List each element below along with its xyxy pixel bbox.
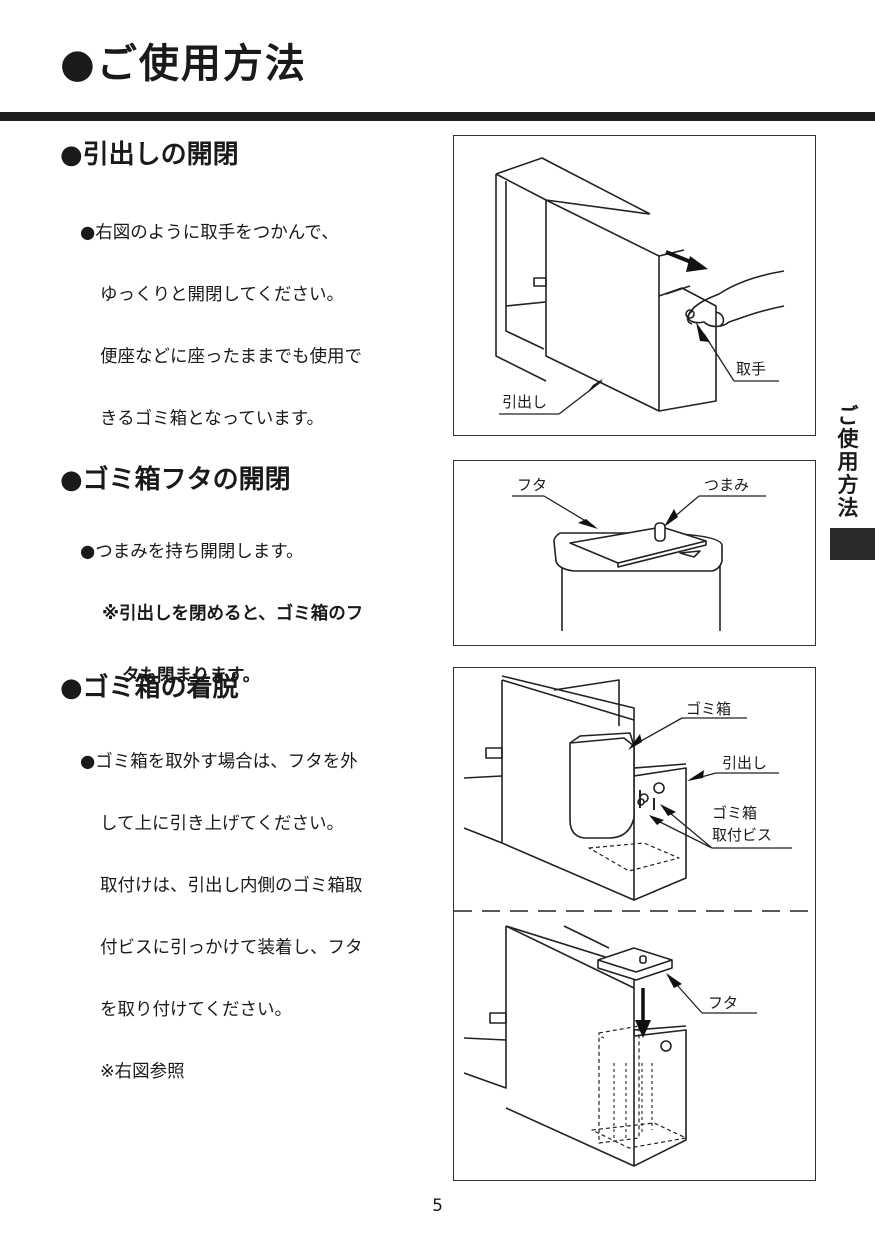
page-title: ●ご使用方法: [60, 41, 307, 87]
bin-removal-illustration: [454, 675, 817, 1167]
side-tab-label: ご使用方法: [837, 404, 859, 520]
knob-label: つまみ: [704, 476, 750, 494]
text-line: ゆっくりと開閉してください。: [100, 285, 344, 305]
drawer-label: 引出し: [502, 393, 548, 411]
section-heading-drawer: ●引出しの開閉: [60, 140, 239, 170]
lid-label: フタ: [708, 994, 739, 1012]
text-line: ●右図のように取手をつかんで、: [80, 223, 339, 243]
section-heading-lid: ●ゴミ箱フタの開閉: [60, 465, 291, 495]
handle-label: 取手: [736, 360, 767, 378]
text-line: ●ゴミ箱を取外す場合は、フタを外: [80, 752, 358, 772]
drawer-illustration: [495, 157, 785, 415]
text-line: 付ビスに引っかけて装着し、フタ: [100, 938, 363, 958]
text-line: ●つまみを持ち開閉します。: [80, 542, 304, 562]
bin-instructions: ●ゴミ箱を取外す場合は、フタを外 して上に引き上げてください。 取付けは、引出し…: [80, 716, 363, 1119]
bin-removal-figure: ゴミ箱 引出し ゴミ箱 取付ビス フタ: [453, 667, 817, 1181]
text-line: して上に引き上げてください。: [100, 814, 344, 834]
section-heading-bin: ●ゴミ箱の着脱: [60, 673, 239, 703]
screw-label-line1: ゴミ箱: [712, 804, 758, 822]
side-tab-marker: [830, 528, 875, 560]
bin-label: ゴミ箱: [686, 700, 732, 718]
lid-figure: フタ つまみ: [453, 460, 816, 646]
page-number: 5: [432, 1196, 443, 1216]
bin-lid-illustration: [512, 495, 766, 631]
lid-instructions: ●つまみを持ち開閉します。 ※引出しを閉めると、ゴミ箱のフ タも閉まります。: [80, 506, 363, 723]
note-line: タも閉まります。: [122, 666, 261, 686]
drawer-instructions: ●右図のように取手をつかんで、 ゆっくりと開閉してください。 便座などに座ったま…: [80, 187, 362, 466]
note-line: ※引出しを閉めると、ゴミ箱のフ: [102, 604, 364, 624]
title-rule: [0, 112, 875, 121]
drawer-label: 引出し: [722, 754, 768, 772]
lid-label: フタ: [517, 476, 548, 494]
text-line: を取り付けてください。: [100, 1000, 292, 1020]
screw-label-line2: 取付ビス: [712, 826, 773, 844]
text-line: 便座などに座ったままでも使用で: [100, 347, 362, 367]
text-line: ※右図参照: [100, 1062, 185, 1082]
drawer-figure: 取手 引出し: [453, 135, 816, 436]
text-line: 取付けは、引出し内側のゴミ箱取: [100, 876, 363, 896]
text-line: きるゴミ箱となっています。: [100, 409, 324, 429]
